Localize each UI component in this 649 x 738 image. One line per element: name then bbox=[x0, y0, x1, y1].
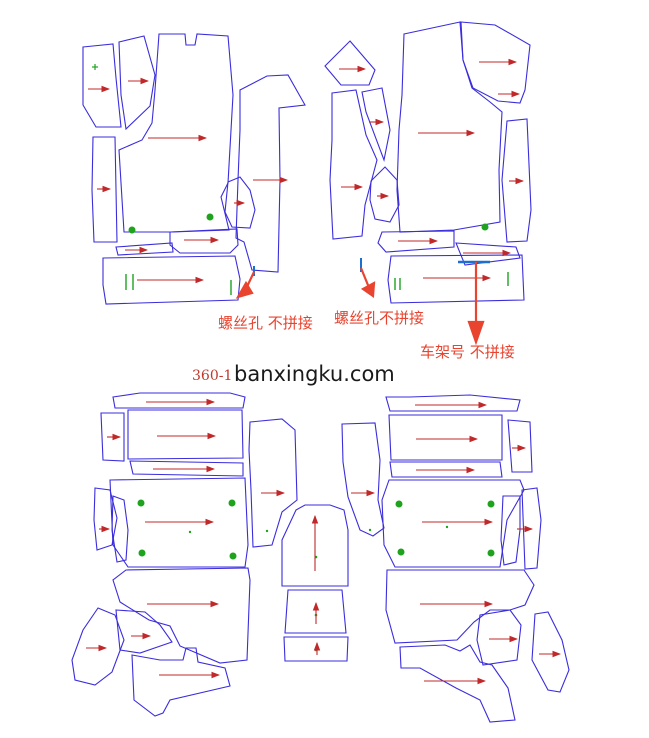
bottom-right-piece-group bbox=[341, 394, 570, 723]
top-right-piece-group bbox=[324, 21, 532, 304]
mat-piece bbox=[455, 242, 521, 266]
mat-piece bbox=[460, 21, 531, 104]
mat-piece bbox=[387, 254, 525, 304]
mat-piece bbox=[112, 567, 251, 664]
mat-piece bbox=[129, 460, 244, 477]
mat-piece bbox=[501, 118, 532, 243]
top-left-piece-group bbox=[82, 33, 306, 305]
mat-piece bbox=[93, 487, 118, 551]
mat-piece bbox=[115, 242, 174, 256]
bottom-left-piece-group bbox=[71, 392, 298, 717]
mat-piece bbox=[281, 504, 349, 587]
mat-piece bbox=[329, 89, 378, 240]
mat-piece bbox=[341, 422, 385, 537]
mat-piece bbox=[389, 461, 503, 478]
callout-arrows bbox=[235, 262, 485, 346]
screw-hole-left-note: 螺丝孔 不拼接 bbox=[218, 314, 313, 332]
mat-piece bbox=[531, 611, 570, 693]
mat-piece bbox=[283, 636, 349, 662]
mat-piece bbox=[369, 166, 400, 223]
mat-piece bbox=[385, 394, 521, 412]
mat-piece bbox=[118, 33, 234, 233]
model-code-label: 360-1 bbox=[192, 368, 232, 384]
mat-piece bbox=[500, 495, 521, 566]
mat-piece bbox=[224, 176, 256, 229]
mat-piece bbox=[82, 43, 122, 128]
mat-piece bbox=[388, 414, 503, 461]
top-group-grain-arrows bbox=[88, 58, 525, 284]
mat-piece bbox=[112, 392, 246, 409]
mat-piece bbox=[131, 647, 231, 717]
mat-piece bbox=[111, 495, 129, 563]
mat-piece bbox=[507, 419, 533, 473]
bottom-group-marks bbox=[137, 499, 495, 652]
mat-piece bbox=[476, 609, 522, 666]
mat-piece bbox=[381, 479, 525, 568]
mat-piece bbox=[127, 409, 244, 460]
mat-piece bbox=[399, 644, 516, 723]
site-watermark: banxingku.com bbox=[234, 362, 395, 386]
mat-piece bbox=[118, 35, 156, 131]
screw-hole-right-note: 螺丝孔不拼接 bbox=[334, 309, 424, 327]
mat-piece bbox=[91, 136, 118, 243]
mat-piece bbox=[115, 609, 173, 654]
mat-piece bbox=[284, 589, 347, 634]
mat-piece bbox=[396, 21, 503, 233]
bottom-group-grain-arrows bbox=[86, 398, 562, 685]
mat-piece bbox=[71, 607, 125, 686]
mat-piece bbox=[385, 569, 535, 644]
frame-number-note: 车架号 不拼接 bbox=[420, 343, 515, 361]
mat-piece bbox=[102, 255, 241, 305]
mat-piece bbox=[109, 477, 249, 568]
mat-piece bbox=[324, 40, 376, 86]
mat-piece bbox=[235, 74, 306, 273]
mat-piece bbox=[377, 230, 455, 253]
mat-piece bbox=[248, 418, 298, 548]
mat-piece bbox=[100, 412, 125, 462]
mat-piece bbox=[521, 487, 542, 570]
mat-piece bbox=[169, 228, 239, 254]
mat-piece bbox=[361, 87, 391, 162]
bottom-center-piece-group bbox=[281, 504, 349, 662]
